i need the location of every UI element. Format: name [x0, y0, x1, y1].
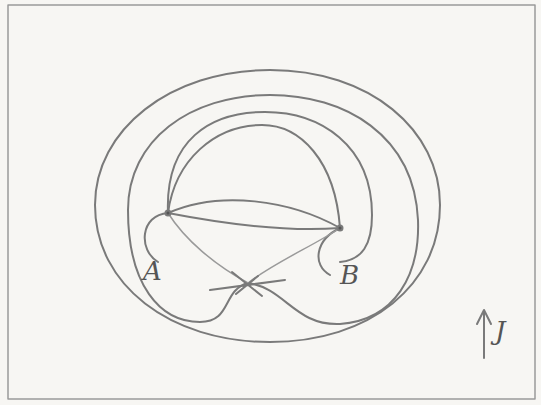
current-label: J [495, 318, 505, 344]
point-b [338, 226, 343, 231]
outer-field-line [95, 70, 440, 342]
separatrix-line [128, 95, 418, 324]
upper-chord [168, 200, 340, 228]
point-label: A [143, 258, 162, 284]
inner-separatrix [168, 213, 340, 283]
lower-chord [168, 213, 340, 229]
x-point-cross [210, 272, 285, 296]
point-a [166, 211, 171, 216]
field-line [145, 112, 372, 262]
field-line [168, 125, 340, 275]
frame [8, 5, 535, 399]
point-label: B [340, 262, 359, 288]
current-arrow [477, 310, 491, 358]
